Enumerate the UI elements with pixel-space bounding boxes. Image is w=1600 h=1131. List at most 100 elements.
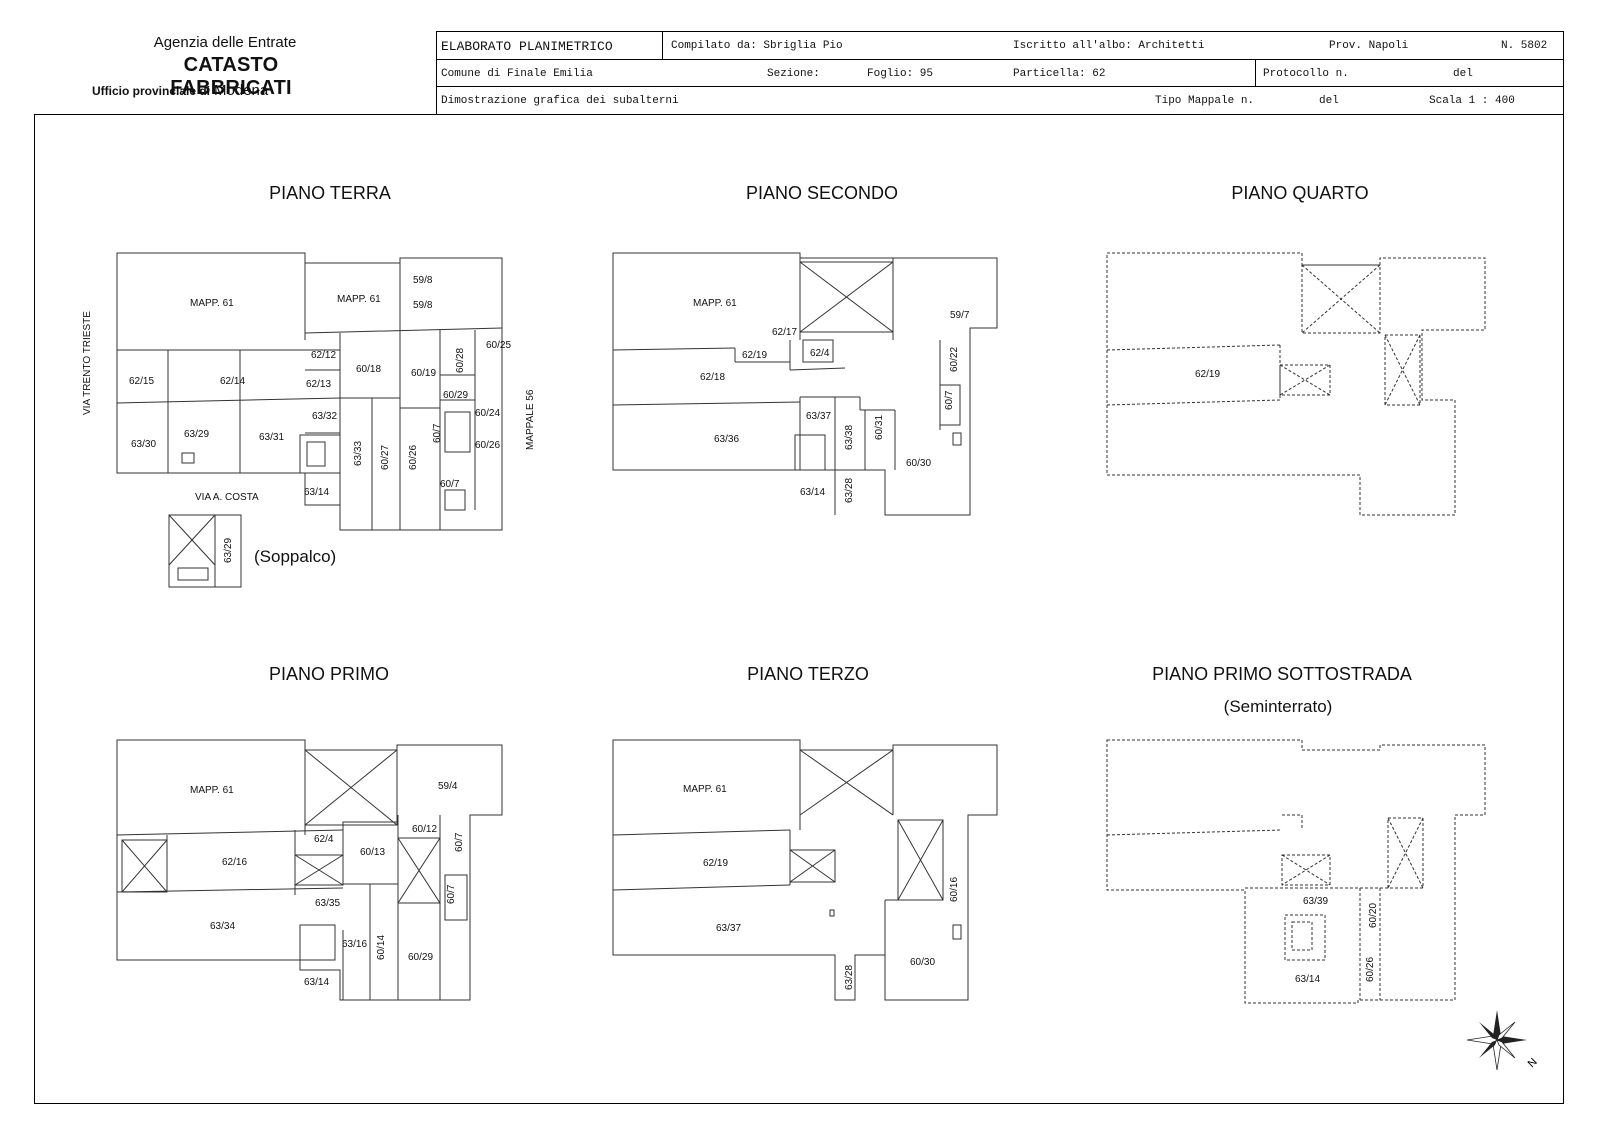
room-label: 59/8 [413,275,433,286]
protocollo-del: del [1453,68,1473,80]
room-label: 62/17 [772,327,797,338]
office-label-text: Ufficio provinciale di [92,84,211,98]
neighbor-mappale-56: MAPPALE 56 [525,389,536,450]
room-label: 62/4 [810,348,830,359]
compiled-by: Compilato da: Sbriglia Pio [671,40,843,52]
tipo-mappale: Tipo Mappale n. [1155,95,1255,107]
plan-primo [116,739,503,1001]
plan-sottostrada [1106,739,1486,1004]
room-label: MAPP. 61 [190,298,234,309]
room-label: 60/26 [475,440,500,451]
room-label: 59/7 [950,310,970,321]
subtitle-seminterrato: (Seminterrato) [1224,697,1333,716]
room-label: 63/14 [304,977,329,988]
room-label: 63/28 [844,478,855,503]
room-label: 60/22 [949,347,960,372]
comune: Comune di Finale Emilia [441,68,593,80]
room-label: 62/16 [222,857,247,868]
header-table: ELABORATO PLANIMETRICO Compilato da: Sbr… [436,31,1564,115]
room-label: 62/18 [700,372,725,383]
room-label: 62/14 [220,376,245,387]
title-piano-primo: PIANO PRIMO [269,664,389,684]
room-label: 60/30 [910,957,935,968]
room-label: 59/4 [438,781,458,792]
room-label: MAPP. 61 [337,294,381,305]
drawing-frame [34,114,1564,1104]
room-label: 60/29 [443,390,468,401]
scale: Scala 1 : 400 [1429,95,1515,107]
subtitle: Dimostrazione grafica dei subalterni [441,95,679,107]
room-label: MAPP. 61 [190,785,234,796]
room-label: 63/14 [1295,974,1320,985]
plan-soppalco [168,514,242,588]
room-label: 63/38 [844,425,855,450]
room-label: 63/29 [184,429,209,440]
labels-quarto: 62/19 [1195,369,1220,380]
room-label: 63/14 [800,487,825,498]
office-province: Modena [214,82,269,99]
room-label: 63/29 [223,538,234,563]
labels-secondo: MAPP. 61 59/7 62/17 62/19 62/4 60/22 62/… [693,298,970,503]
room-label: 62/12 [311,350,336,361]
street-via-costa: VIA A. COSTA [195,492,259,503]
room-label: 60/7 [440,479,460,490]
tipo-del: del [1319,95,1339,107]
labels-sottostrada: 63/39 60/20 60/26 63/14 [1295,896,1379,985]
protocollo: Protocollo n. [1263,68,1349,80]
room-label: 62/19 [742,350,767,361]
room-label: 60/19 [411,368,436,379]
title-piano-secondo: PIANO SECONDO [746,183,898,203]
room-label: 60/28 [455,348,466,373]
room-label: 60/7 [454,832,465,852]
room-label: 63/31 [259,432,284,443]
title-piano-terra: PIANO TERRA [269,183,391,203]
title-piano-terzo: PIANO TERZO [747,664,869,684]
register: Iscritto all'albo: Architetti [1013,40,1205,52]
room-label: MAPP. 61 [693,298,737,309]
room-label: 60/18 [356,364,381,375]
room-label: 63/37 [806,411,831,422]
doc-type: ELABORATO PLANIMETRICO [441,39,613,54]
room-label: 63/28 [844,965,855,990]
room-label: 60/7 [944,390,955,410]
street-via-trento-trieste: VIA TRENTO TRIESTE [82,311,93,415]
province: Prov. Napoli [1329,40,1409,52]
label-soppalco: (Soppalco) [254,547,336,566]
title-piano-quarto: PIANO QUARTO [1231,183,1368,203]
labels-terzo: MAPP. 61 62/19 60/16 63/37 60/30 63/28 [683,784,960,990]
room-label: 63/32 [312,411,337,422]
labels-primo: MAPP. 61 59/4 60/12 62/4 60/13 60/7 62/1… [190,781,465,988]
room-label: 63/14 [304,487,329,498]
room-label: 62/19 [1195,369,1220,380]
room-label: 63/39 [1303,896,1328,907]
room-label: 63/33 [353,441,364,466]
room-label: MAPP. 61 [683,784,727,795]
room-label: 60/12 [412,824,437,835]
room-label: 60/30 [906,458,931,469]
room-label: 60/26 [1365,957,1376,982]
room-label: 60/7 [432,423,443,443]
room-label: 60/7 [446,884,457,904]
north-label: N [1526,1056,1540,1070]
room-label: 63/34 [210,921,235,932]
room-label: 60/20 [1368,903,1379,928]
room-label: 62/4 [314,834,334,845]
room-label: 63/37 [716,923,741,934]
room-label: 62/15 [129,376,154,387]
room-label: 60/27 [380,445,391,470]
agency-name: Agenzia delle Entrate [153,34,297,51]
room-label: 60/13 [360,847,385,858]
plan-terra [116,252,503,531]
room-label: 62/19 [703,858,728,869]
labels-terra: MAPP. 61 MAPP. 61 59/8 59/8 62/12 60/18 … [129,275,511,563]
title-piano-sottostrada: PIANO PRIMO SOTTOSTRADA [1152,664,1412,684]
plan-terzo [612,739,998,1001]
room-label: 60/24 [475,408,500,419]
room-label: 63/16 [342,939,367,950]
room-label: 60/25 [486,340,511,351]
plan-quarto [1106,252,1486,516]
room-label: 60/31 [874,415,885,440]
room-label: 63/36 [714,434,739,445]
foglio: Foglio: 95 [867,68,934,80]
